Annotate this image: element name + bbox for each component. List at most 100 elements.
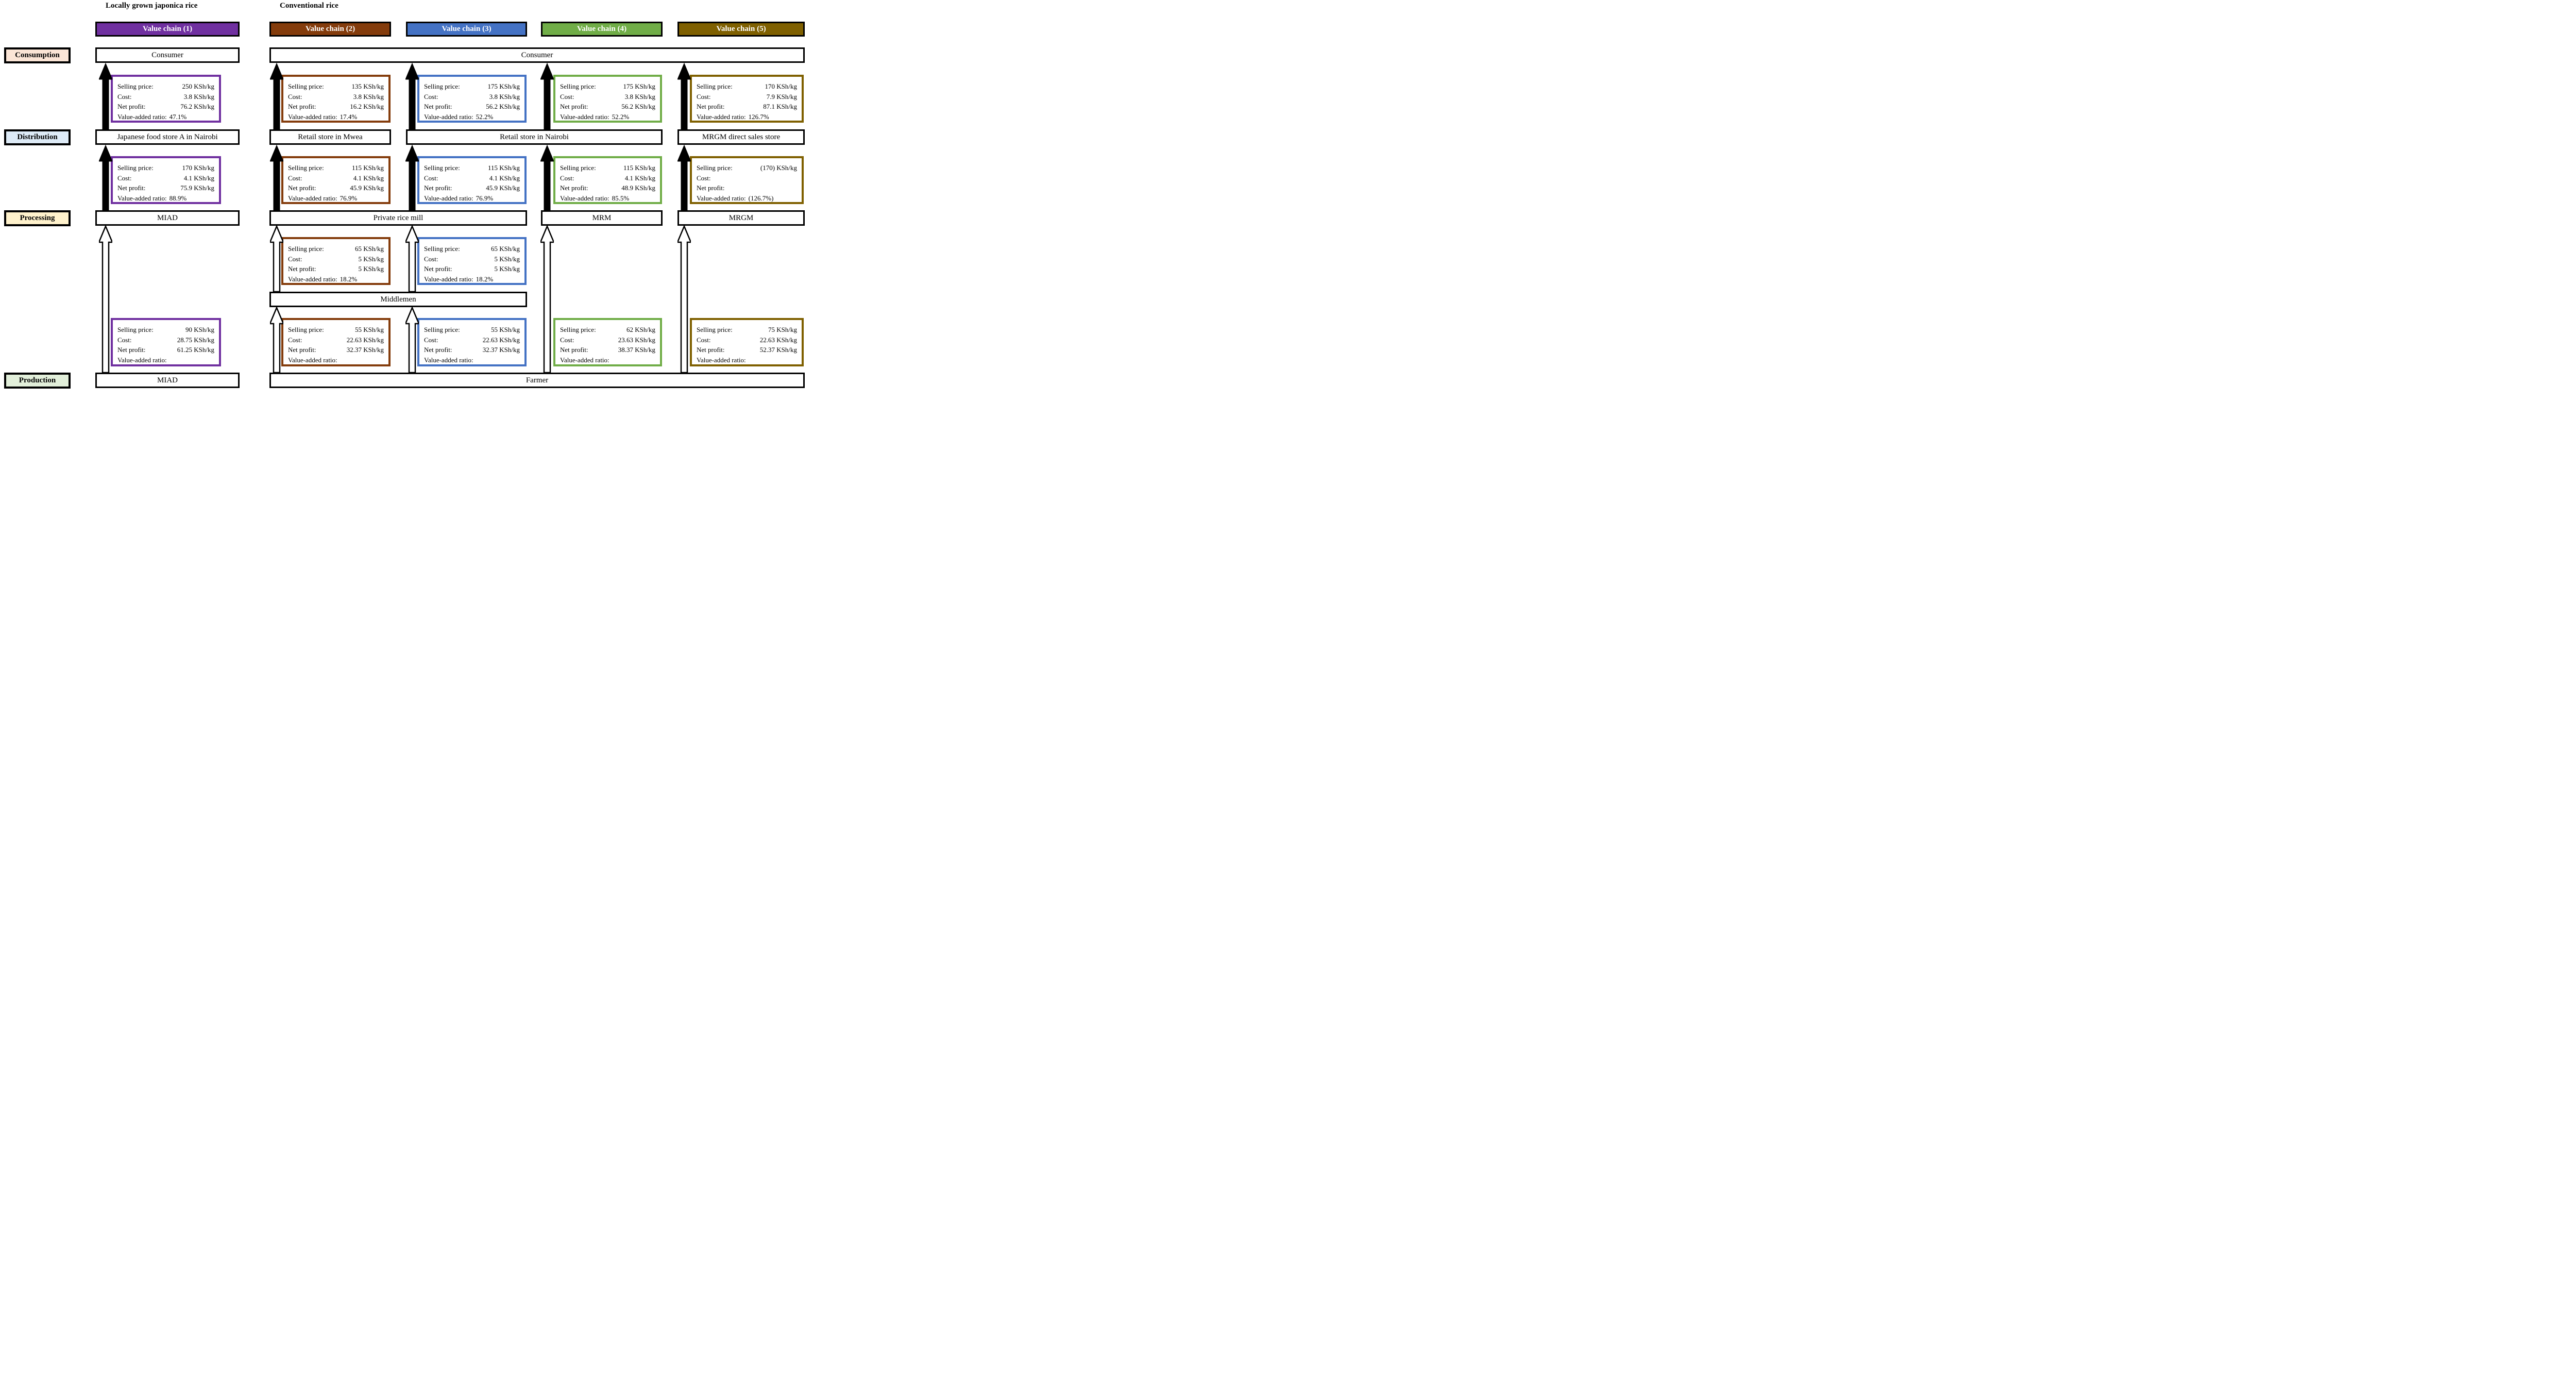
value-added-ratio-line-label: Value-added ratio: xyxy=(697,194,746,202)
selling-price-line: Selling price: 90 KSh/kg xyxy=(117,325,214,335)
cost-line-label: Cost: xyxy=(424,255,438,263)
cost-line-label: Cost: xyxy=(697,335,711,344)
selling-price-line-label: Selling price: xyxy=(117,326,154,333)
net-profit-line-value: 38.37 KSh/kg xyxy=(618,346,655,354)
cost-line: Cost:4.1 KSh/kg xyxy=(560,173,655,183)
value-chain-5-header: Value chain (5) xyxy=(677,22,805,37)
value-added-ratio-line-label: Value-added ratio: xyxy=(560,112,609,121)
cost-line-label: Cost: xyxy=(288,174,302,182)
value-added-ratio-line: Value-added ratio:76.9% xyxy=(288,193,384,204)
selling-price-line-label: Selling price: xyxy=(288,82,324,90)
value-added-ratio-line-value: 18.2% xyxy=(476,275,494,283)
value-added-ratio-line-label: Value-added ratio: xyxy=(424,194,473,202)
value-added-ratio-line-value: 52.2% xyxy=(476,112,494,121)
hollow-flow-arrow-up xyxy=(677,226,691,373)
net-profit-line-label: Net profit: xyxy=(117,184,146,192)
actor-box-miad-production: MIAD xyxy=(95,373,240,388)
selling-price-line-label: Selling price: xyxy=(288,164,324,172)
actor-box-farmer: Farmer xyxy=(269,373,805,388)
selling-price-line-value: 175 KSh/kg xyxy=(487,82,520,90)
solid-flow-arrow-up xyxy=(270,145,283,210)
value-added-ratio-line-value: 76.9% xyxy=(340,194,358,202)
cost-line: Cost: 4.1 KSh/kg xyxy=(117,173,214,183)
cost-line: Cost:7.9 KSh/kg xyxy=(697,92,797,102)
cost-line-value: 28.75 KSh/kg xyxy=(177,335,214,344)
net-profit-line: Net profit:76.2 KSh/kg xyxy=(117,102,214,112)
net-profit-line-label: Net profit: xyxy=(697,346,725,354)
selling-price-line: Selling price:62 KSh/kg xyxy=(560,325,655,335)
selling-price-line: Selling price:55 KSh/kg xyxy=(424,325,520,335)
value-added-ratio-line: Value-added ratio:18.2% xyxy=(288,274,384,284)
selling-price-line-value: 75 KSh/kg xyxy=(768,326,797,333)
net-profit-line-label: Net profit: xyxy=(560,103,588,110)
cost-line-label: Cost: xyxy=(288,92,302,100)
cost-line: Cost:23.63 KSh/kg xyxy=(560,335,655,345)
value-added-ratio-line: Value-added ratio:52.2% xyxy=(424,112,520,122)
cost-line: Cost:5 KSh/kg xyxy=(424,254,520,264)
cost-line-label: Cost: xyxy=(117,174,132,182)
value-added-ratio-line-label: Value-added ratio: xyxy=(117,112,167,121)
net-profit-line-label: Net profit: xyxy=(117,346,146,354)
cost-line-label: Cost: xyxy=(560,174,574,182)
value-added-ratio-line-label: Value-added ratio: xyxy=(117,356,167,364)
value-added-ratio-line-label: Value-added ratio: xyxy=(424,112,473,121)
net-profit-line-value: 32.37 KSh/kg xyxy=(482,346,520,354)
cost-line: Cost:3.8 KSh/kg xyxy=(117,92,214,102)
selling-price-line-label: Selling price: xyxy=(117,164,154,172)
cost-line-label: Cost: xyxy=(424,174,438,182)
value-added-ratio-line-label: Value-added ratio: xyxy=(697,356,746,364)
cost-line-label: Cost: xyxy=(697,174,711,182)
value-added-ratio-line: Value-added ratio:17.4% xyxy=(288,112,384,122)
value-added-ratio-line: Value-added ratio:76.9% xyxy=(424,193,520,204)
cost-line-value: 22.63 KSh/kg xyxy=(759,335,797,344)
value-added-ratio-line-label: Value-added ratio: xyxy=(288,112,337,121)
cost-line: Cost:4.1 KSh/kg xyxy=(288,173,384,183)
value-chain-3-header: Value chain (3) xyxy=(406,22,527,37)
selling-price-line-value: 175 KSh/kg xyxy=(623,82,655,90)
net-profit-line: Net profit:61.25 KSh/kg xyxy=(117,345,214,355)
cost-line-value: 5 KSh/kg xyxy=(358,255,384,263)
hollow-flow-arrow-up xyxy=(270,226,283,292)
net-profit-line-label: Net profit: xyxy=(288,265,316,273)
net-profit-line-label: Net profit: xyxy=(288,346,316,354)
selling-price-line: Selling price:170 KSh/kg xyxy=(697,81,797,92)
value-chain-diagram: Locally grown japonica rice Conventional… xyxy=(0,0,808,393)
value-added-ratio-line-value: 85.5% xyxy=(612,194,630,202)
value-added-ratio-line-value: 17.4% xyxy=(340,112,358,121)
cost-line-value: 22.63 KSh/kg xyxy=(346,335,384,344)
value-added-ratio-line: Value-added ratio: xyxy=(117,355,214,365)
cost-line: Cost:3.8 KSh/kg xyxy=(288,92,384,102)
net-profit-line-value: 45.9 KSh/kg xyxy=(350,184,384,192)
net-profit-line: Net profit:56.2 KSh/kg xyxy=(424,102,520,112)
selling-price-line: Selling price:55 KSh/kg xyxy=(288,325,384,335)
net-profit-line: Net profit:16.2 KSh/kg xyxy=(288,102,384,112)
net-profit-line: Net profit:45.9 KSh/kg xyxy=(288,183,384,193)
selling-price-line-label: Selling price: xyxy=(424,326,460,333)
solid-flow-arrow-up xyxy=(677,145,691,210)
cost-line-label: Cost: xyxy=(288,335,302,344)
group-label-japonica: Locally grown japonica rice xyxy=(106,2,198,10)
cost-line-value: 23.63 KSh/kg xyxy=(618,335,655,344)
net-profit-line-value: 45.9 KSh/kg xyxy=(486,184,520,192)
net-profit-line: Net profit:52.37 KSh/kg xyxy=(697,345,797,355)
selling-price-line-value: 90 KSh/kg xyxy=(185,326,214,333)
cost-line-value: 4.1 KSh/kg xyxy=(183,174,214,182)
selling-price-line: Selling price:175 KSh/kg xyxy=(424,81,520,92)
selling-price-line-label: Selling price: xyxy=(697,326,733,333)
net-profit-line-value: 5 KSh/kg xyxy=(494,265,520,273)
value-added-ratio-line-value: 47.1% xyxy=(169,112,187,121)
value-added-ratio-line: Value-added ratio: xyxy=(697,355,797,365)
value-added-ratio-line-value: 76.9% xyxy=(476,194,494,202)
solid-flow-arrow-up xyxy=(540,63,554,129)
net-profit-line-value: 16.2 KSh/kg xyxy=(350,103,384,110)
net-profit-line: Net profit:5 KSh/kg xyxy=(424,264,520,274)
hollow-flow-arrow-up xyxy=(405,226,419,292)
selling-price-line-value: 170 KSh/kg xyxy=(765,82,797,90)
net-profit-line-value: 56.2 KSh/kg xyxy=(621,103,655,110)
value-added-ratio-line-label: Value-added ratio: xyxy=(697,112,746,121)
